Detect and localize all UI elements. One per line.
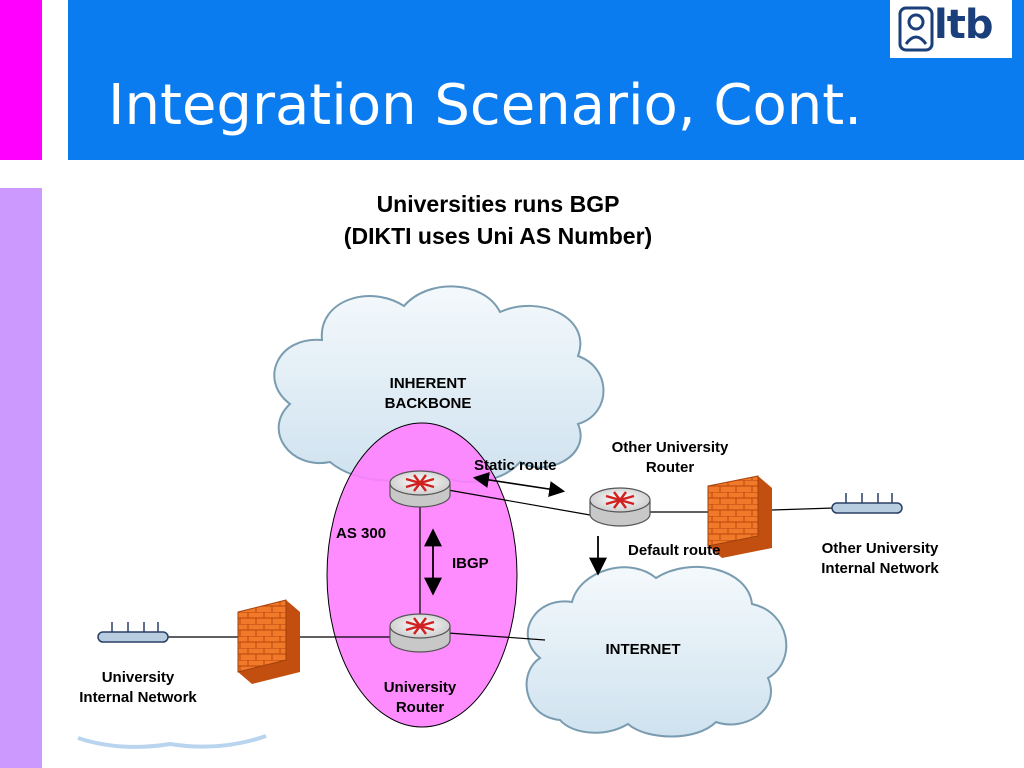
other-university-network-icon <box>831 493 903 514</box>
ibgp-label: IBGP <box>452 555 489 572</box>
other-router-label-line-1: Other University <box>612 439 729 456</box>
university-router-icon <box>389 613 451 653</box>
ganesha-emblem-icon <box>898 6 934 52</box>
bgp-router-icon <box>389 470 451 508</box>
link-uni-router-to-internet <box>447 632 546 641</box>
backbone-label-line-2: BACKBONE <box>385 395 472 412</box>
as-label: AS 300 <box>336 525 386 542</box>
logo-wordmark: ltb <box>934 2 993 48</box>
link-bgp-router-to-other-router <box>447 489 591 516</box>
internet-cloud <box>525 565 788 738</box>
other-net-label-line-1: Other University <box>822 540 939 557</box>
link-firewall-to-other-net <box>771 507 835 511</box>
university-network-icon <box>97 622 169 643</box>
internet-label: INTERNET <box>606 641 681 658</box>
static-route-arrow <box>472 472 566 497</box>
other-router-label-line-2: Router <box>646 459 694 476</box>
uni-net-label-line-1: University <box>102 669 175 686</box>
static-route-label: Static route <box>474 457 557 474</box>
accent-bar-bottom <box>0 188 42 768</box>
other-university-router-icon <box>589 487 651 527</box>
uni-router-label-line-2: Router <box>396 699 444 716</box>
diagram-heading-line-1: Universities runs BGP <box>377 191 620 217</box>
uni-net-label-line-2: Internal Network <box>79 689 197 706</box>
other-university-firewall-icon <box>707 475 772 558</box>
accent-bar-top <box>0 0 42 160</box>
decorative-swoosh <box>77 734 267 749</box>
title-banner <box>68 0 1024 160</box>
university-firewall-icon <box>237 599 300 684</box>
as-300-ellipse <box>326 422 518 728</box>
default-route-label: Default route <box>628 542 721 559</box>
diagram-heading-line-2: (DIKTI uses Uni AS Number) <box>344 223 652 249</box>
other-net-label-line-2: Internal Network <box>821 560 939 577</box>
backbone-label-line-1: INHERENT <box>390 375 467 392</box>
uni-router-label-line-1: University <box>384 679 457 696</box>
itb-logo <box>890 0 1012 58</box>
slide-title: Integration Scenario, Cont. <box>108 73 863 138</box>
